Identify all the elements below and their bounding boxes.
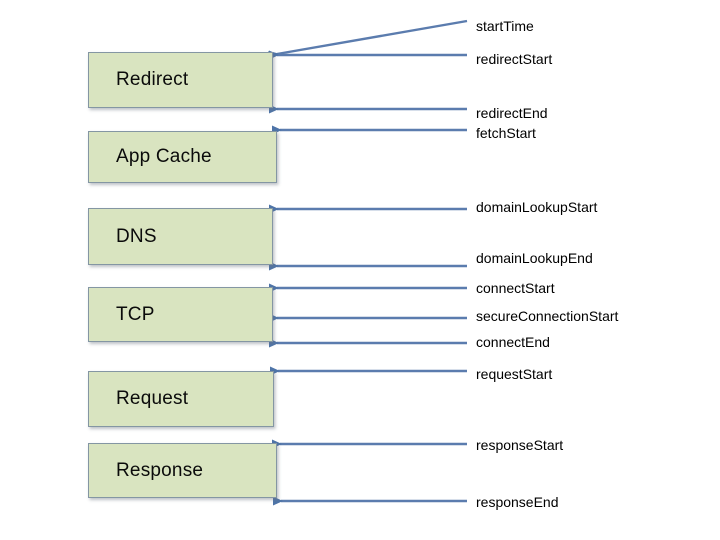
marker-label-connectEnd: connectEnd [476,334,550,350]
phase-box-dns: DNS [88,208,273,265]
marker-label-fetchStart: fetchStart [476,125,536,141]
phase-box-request: Request [88,371,274,427]
phase-box-tcp: TCP [88,287,273,342]
marker-label-redirectStart: redirectStart [476,51,553,67]
arrow-startTime [268,19,468,60]
marker-label-connectStart: connectStart [476,280,555,296]
marker-label-startTime: startTime [476,18,534,34]
phase-box-label: DNS [116,225,157,247]
marker-label-domainLookupEnd: domainLookupEnd [476,250,593,266]
phase-box-response: Response [88,443,277,498]
phase-box-redirect: Redirect [88,52,273,108]
phase-box-label: Response [116,459,204,481]
marker-label-redirectEnd: redirectEnd [476,105,548,121]
marker-label-responseStart: responseStart [476,437,564,453]
marker-label-secureConnectionStart: secureConnectionStart [476,308,619,324]
marker-label-domainLookupStart: domainLookupStart [476,199,598,215]
phase-box-app-cache: App Cache [88,131,277,183]
phase-box-label: Redirect [116,69,189,90]
phase-box-label: TCP [116,303,155,325]
marker-label-requestStart: requestStart [476,366,553,382]
phase-box-label: App Cache [116,146,212,167]
marker-label-responseEnd: responseEnd [476,494,559,510]
phase-box-label: Request [116,388,189,409]
